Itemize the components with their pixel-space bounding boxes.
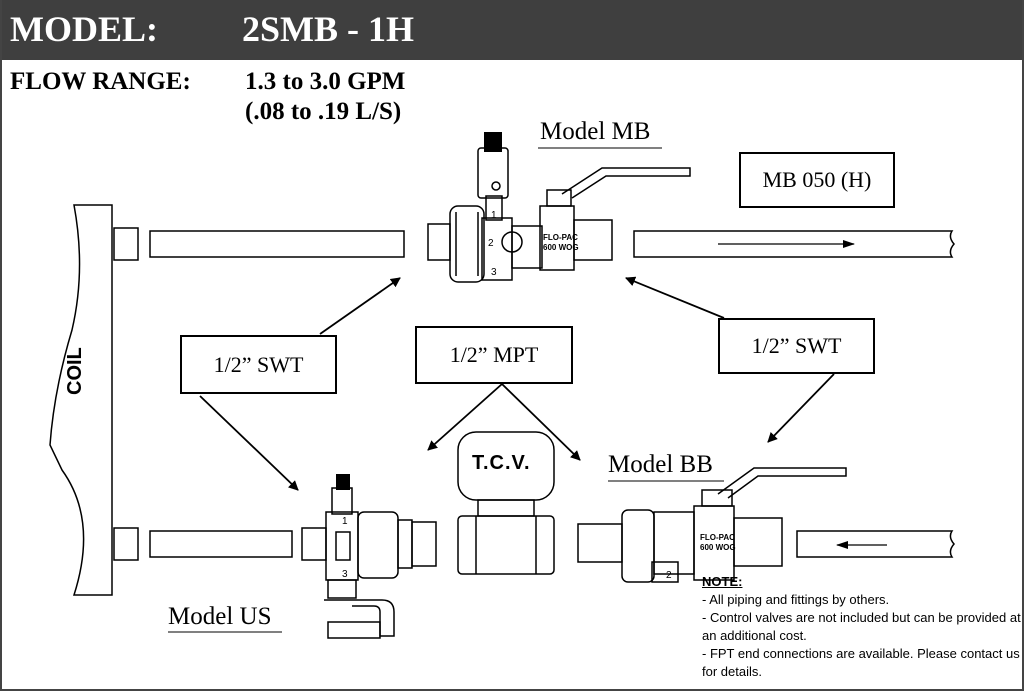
- arrow-swt-left-to-us: [199, 395, 299, 491]
- note-item: - Control valves are not included but ca…: [702, 610, 1021, 643]
- arrow-swt-left-to-mb: [319, 277, 401, 335]
- us-port-1: 1: [342, 516, 348, 527]
- model-mb-valve: [427, 132, 691, 283]
- us-handle: [324, 599, 395, 637]
- note-item: - FPT end connections are available. Ple…: [702, 646, 1020, 679]
- mb-port-3: 3: [491, 267, 497, 278]
- model-us-label: Model US: [168, 603, 272, 630]
- pipe-top-right: [633, 230, 955, 258]
- bb-handle: [717, 467, 847, 499]
- coil-stub-top: [113, 227, 139, 261]
- pipe-bottom-left: [149, 530, 293, 558]
- arrow-swt-right-to-mb: [625, 276, 725, 319]
- mb-cap: [484, 132, 502, 152]
- tcv-valve: [457, 431, 555, 575]
- tcv-label: T.C.V.: [472, 452, 531, 474]
- mb-flopac-mark: FLO-PAC: [543, 233, 578, 242]
- header-bar: MODEL: 2SMB - 1H: [2, 0, 1022, 60]
- mpt-box: 1/2” MPT: [415, 326, 573, 384]
- model-mb-label: Model MB: [540, 118, 651, 145]
- coil-outline: [49, 204, 113, 596]
- us-port-3: 3: [342, 569, 348, 580]
- arrow-mpt-to-bb: [501, 383, 581, 461]
- bb-port-2: 2: [666, 570, 672, 581]
- note-block: NOTE: - All piping and fittings by other…: [702, 573, 1022, 681]
- note-item: - All piping and fittings by others.: [702, 592, 890, 607]
- mb-port-2: 2: [488, 238, 494, 249]
- flow-range-gpm: 1.3 to 3.0 GPM: [245, 68, 406, 95]
- flow-range-label: FLOW RANGE:: [10, 68, 191, 95]
- swt-right-box: 1/2” SWT: [718, 318, 875, 374]
- coil-label: COIL: [64, 347, 86, 395]
- bb-flopac-mark: FLO-PAC: [700, 533, 735, 542]
- note-title: NOTE:: [702, 574, 743, 589]
- model-bb-label: Model BB: [608, 451, 713, 478]
- model-bb-valve: [577, 467, 847, 583]
- mb-port-1: 1: [491, 210, 497, 221]
- model-label: MODEL:: [10, 9, 158, 49]
- arrow-mpt-to-us: [427, 383, 503, 451]
- bb-wog-mark: 600 WOG: [700, 543, 736, 552]
- us-cap: [336, 474, 350, 490]
- mb-wog-mark: 600 WOG: [543, 243, 579, 252]
- swt-left-box: 1/2” SWT: [180, 335, 337, 394]
- coil-stub-bottom: [113, 527, 139, 561]
- model-number: 2SMB - 1H: [242, 9, 415, 49]
- arrow-swt-right-to-bb: [767, 373, 835, 443]
- pipe-bottom-right: [796, 530, 955, 558]
- flow-range-ls: (.08 to .19 L/S): [245, 98, 402, 125]
- model-us-valve: [301, 474, 437, 639]
- mb-handle: [561, 167, 691, 199]
- mb050-box: MB 050 (H): [739, 152, 895, 208]
- pipe-top-left: [149, 230, 405, 258]
